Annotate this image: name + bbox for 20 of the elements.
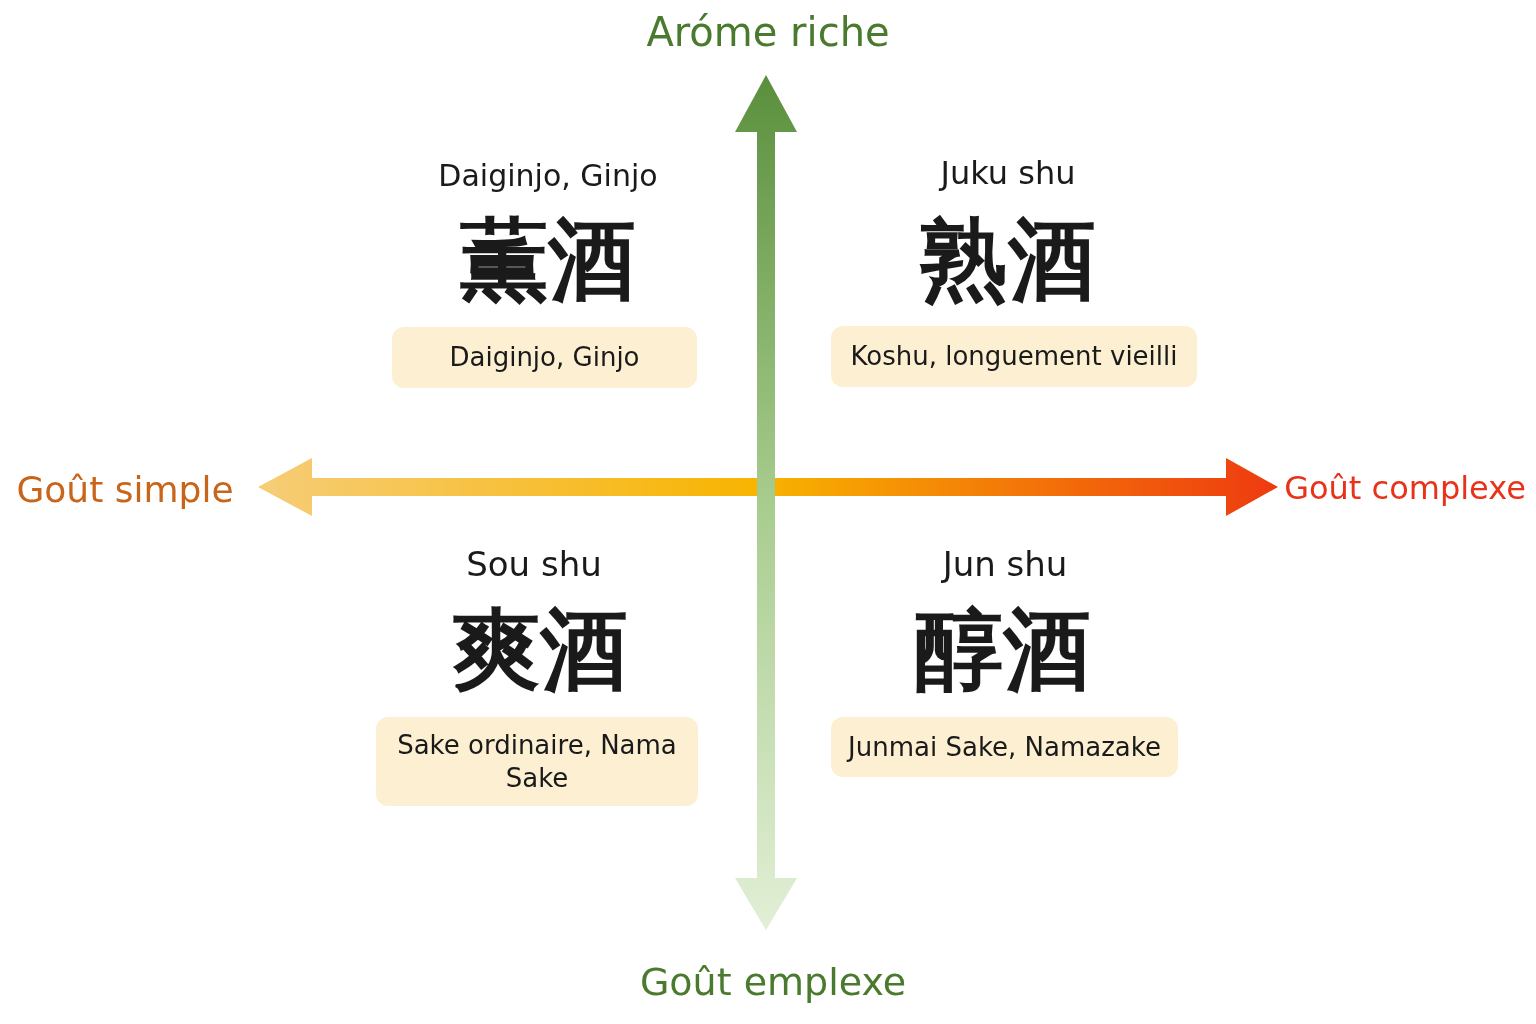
axis-label: Goût simple [16,470,234,510]
kanji-heading: 爽酒 [452,601,628,699]
axis-label: Goût emplexe [639,962,907,1004]
example-text: Koshu, longuement vieilli [850,340,1178,373]
axis-label: Aróme riche [646,10,890,54]
axis-label: Goût complexe [1284,471,1526,507]
category-box [831,717,1178,777]
category-heading: Daiginjo, Ginjo [438,158,658,192]
example-text: Sake ordinaire, Nama Sake [396,729,678,794]
category-heading: Juku shu [940,156,1076,192]
kanji-heading: 薫酒 [460,211,636,309]
category-box [392,327,697,388]
category-heading: Jun shu [942,546,1068,584]
kanji-heading: 熟酒 [920,211,1096,309]
example-text: Junmai Sake, Namazake [848,730,1161,764]
category-box [376,717,698,806]
category-box [831,326,1197,387]
example-text: Daiginjo, Ginjo [449,341,640,374]
kanji-heading: 醇酒 [915,601,1091,699]
category-heading: Sou shu [466,546,602,584]
